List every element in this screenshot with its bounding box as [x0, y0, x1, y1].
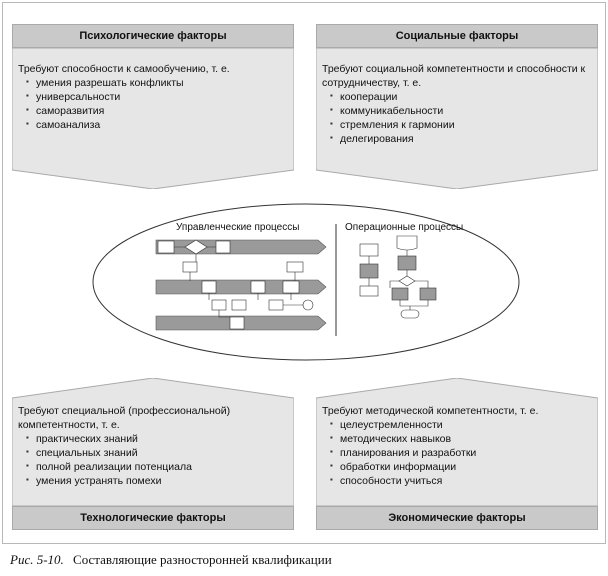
panel-lead: Требуют методической компетентности, т. …: [322, 405, 539, 417]
list-item: умения разрешать конфликты: [26, 75, 294, 90]
operational-process-flow: [359, 235, 437, 319]
panel-economic-factors: Требуют методической компетентности, т. …: [316, 378, 598, 530]
process-box: [157, 240, 175, 254]
list-item: универсальности: [26, 89, 294, 104]
list-item: самоанализа: [26, 117, 294, 132]
panel-lead: Требуют способности к самообучению, т. е…: [18, 63, 230, 75]
process-box: [391, 287, 409, 301]
list-item: коммуникабельности: [330, 103, 598, 118]
figure-caption: Рис. 5-10. Составляющие разносторонней к…: [10, 552, 332, 568]
process-box: [397, 255, 417, 271]
flow-connector: [174, 246, 303, 318]
panel-psychological-factors: Психологические факторы Требуют способно…: [12, 24, 294, 189]
list-item: делегирования: [330, 131, 598, 146]
panel-body: Требуют методической компетентности, т. …: [316, 404, 598, 488]
process-box: [419, 287, 437, 301]
list-item: полной реализации потенциала: [26, 459, 294, 474]
process-box: [201, 280, 217, 294]
terminator-shape: [400, 309, 420, 319]
panel-technological-factors: Требуют специальной (профессиональной) к…: [12, 378, 294, 530]
process-box: [182, 261, 198, 273]
list-item: кооперации: [330, 89, 598, 104]
panel-lead: Требуют специальной (профессиональной) к…: [18, 405, 231, 431]
process-node: [302, 299, 314, 311]
management-process-flow: [155, 239, 327, 331]
process-box: [250, 280, 266, 294]
list-item: планирования и разработки: [330, 445, 598, 460]
panel-social-factors: Социальные факторы Требуют социальной ко…: [316, 24, 598, 189]
document-shape: [396, 235, 418, 251]
panel-list: кооперации коммуникабельности стремления…: [316, 89, 598, 146]
management-processes-title: Управленческие процессы: [176, 222, 299, 233]
process-box: [229, 316, 245, 330]
panel-body: Требуют социальной компетентности и спос…: [316, 62, 598, 146]
panel-list: умения разрешать конфликты универсальнос…: [12, 75, 294, 132]
panel-title: Экономические факторы: [316, 506, 598, 530]
process-box: [359, 285, 379, 297]
list-item: практических знаний: [26, 431, 294, 446]
process-box: [282, 280, 300, 294]
panel-list: практических знаний специальных знаний п…: [12, 431, 294, 488]
panel-lead: Требуют социальной компетентности и спос…: [322, 63, 586, 89]
process-box: [215, 240, 231, 254]
list-item: целеустремленности: [330, 417, 598, 432]
swimlane-arrow: [155, 279, 327, 295]
panel-title: Технологические факторы: [12, 506, 294, 530]
list-item: способности учиться: [330, 473, 598, 488]
flow-connector: [368, 250, 429, 310]
process-box: [359, 243, 379, 257]
figure-number: Рис. 5-10.: [10, 552, 64, 567]
list-item: методических навыков: [330, 431, 598, 446]
process-box: [359, 263, 379, 279]
process-box: [231, 299, 247, 311]
panel-title: Психологические факторы: [12, 24, 294, 48]
list-item: умения устранять помехи: [26, 473, 294, 488]
decision-diamond: [398, 275, 416, 287]
process-box: [268, 299, 284, 311]
panel-title: Социальные факторы: [316, 24, 598, 48]
process-box: [286, 261, 304, 273]
operational-processes-title: Операционные процессы: [345, 222, 463, 233]
process-box: [211, 299, 227, 311]
panel-body: Требуют специальной (профессиональной) к…: [12, 404, 294, 488]
list-item: саморазвития: [26, 103, 294, 118]
list-item: обработки информации: [330, 459, 598, 474]
panel-body: Требуют способности к самообучению, т. е…: [12, 62, 294, 132]
panel-list: целеустремленности методических навыков …: [316, 417, 598, 488]
figure-title: Составляющие разносторонней квалификации: [73, 552, 332, 567]
list-item: специальных знаний: [26, 445, 294, 460]
list-item: стремления к гармонии: [330, 117, 598, 132]
